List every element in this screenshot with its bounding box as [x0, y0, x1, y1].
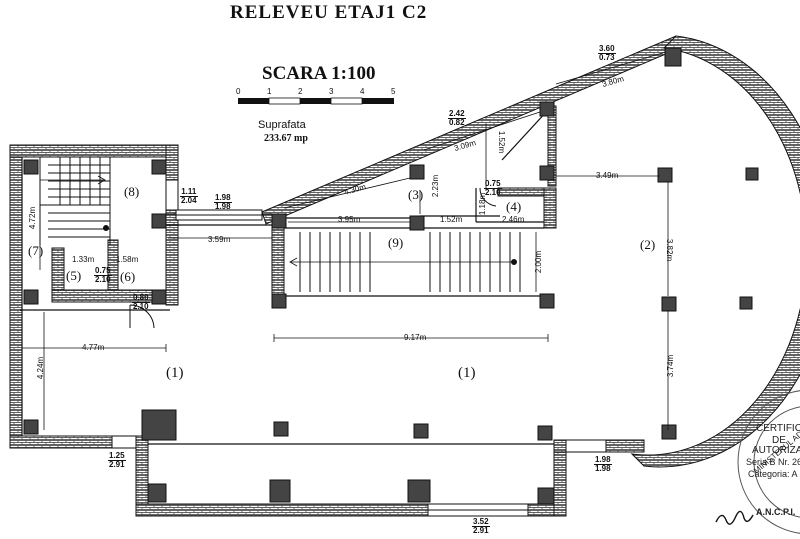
scale-tick-5: 5	[391, 87, 396, 96]
drawing-title: RELEVEU ETAJ1 C2	[230, 2, 428, 23]
dimension-label: 1.58m	[116, 255, 139, 264]
dimension-label: 1.18m	[478, 192, 488, 216]
interior-lines	[20, 109, 554, 445]
room-number-7: (7)	[28, 243, 44, 258]
room-number-1: (1)	[166, 365, 184, 381]
surface-value: 233.67 mp	[264, 133, 308, 144]
dimension-label: 4.77m	[82, 343, 105, 352]
dimension-label: 3.59m	[208, 235, 231, 244]
room-number-3: (3)	[408, 187, 424, 202]
stamp-line: CERTIFICAT	[756, 423, 800, 434]
scale-tick-1: 1	[267, 87, 272, 96]
scale-tick-0: 0	[236, 87, 241, 96]
dimension-label: 3.82m	[665, 238, 675, 262]
dimension-lines	[21, 51, 669, 430]
window-marks	[111, 179, 607, 517]
scale-label: SCARA 1:100	[262, 63, 376, 84]
stamp-line: Categoria: A	[748, 469, 798, 479]
signature	[715, 510, 754, 525]
door-swings	[129, 187, 497, 329]
dimension-label: 1.52m	[440, 215, 463, 224]
room-number-6: (6)	[120, 269, 136, 284]
dimension-label: 4.72m	[28, 206, 38, 230]
stamp-line: DE	[772, 435, 786, 446]
room-number-4: (4)	[506, 199, 522, 214]
scale-tick-3: 3	[329, 87, 334, 96]
room-number-1: (1)	[458, 365, 476, 381]
dimension-label: 2.23m	[431, 174, 441, 198]
stairs-left	[39, 156, 111, 245]
dimension-label: 2.00m	[534, 250, 544, 274]
approval-seal	[737, 390, 800, 534]
scale-tick-2: 2	[298, 87, 303, 96]
room-number-5: (5)	[66, 268, 82, 283]
dimension-label: 1.33m	[72, 255, 95, 264]
structural-columns	[23, 47, 759, 505]
dimension-label: 3.95m	[338, 215, 361, 224]
dimension-label: 3.74m	[666, 354, 676, 378]
stamp-line: Seria B Nr. 260	[746, 457, 800, 467]
stairs-main	[289, 232, 521, 292]
surface-label: Suprafata	[258, 119, 306, 131]
stamp-line: AUTORIZARE	[752, 445, 800, 456]
dimension-label: 9.17m	[404, 333, 427, 342]
stamp-footer: A.N.C.P.I.	[756, 507, 796, 517]
scale-tick-4: 4	[360, 87, 365, 96]
room-number-9: (9)	[388, 235, 404, 250]
room-number-2: (2)	[640, 237, 656, 252]
dimension-label: 4.24m	[36, 356, 46, 380]
dimension-label: 2.46m	[502, 215, 525, 224]
dimension-label: 3.49m	[596, 171, 619, 180]
dimension-label: 1.52m	[497, 130, 507, 154]
scale-bar	[238, 97, 394, 105]
room-number-8: (8)	[124, 184, 140, 199]
